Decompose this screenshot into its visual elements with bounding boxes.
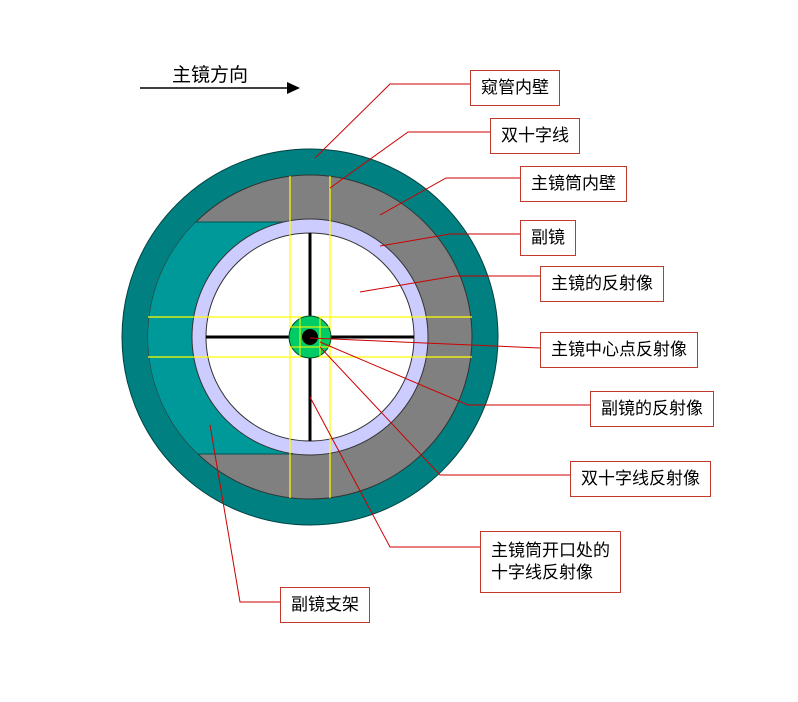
leader-secondary-support [209,424,280,603]
leader-double-cross-reflection [319,346,570,476]
leader-double-cross [329,131,490,189]
leader-main-reflection [359,275,540,293]
label-secondary-mirror: 副镜 [520,220,576,256]
leader-peek-tube-wall [314,83,470,159]
leader-center-reflection [309,337,541,349]
label-tube-opening-cross: 主镜筒开口处的 十字线反射像 [480,531,621,593]
label-double-cross-reflection: 双十字线反射像 [570,461,711,497]
label-main-mirror-reflection: 主镜的反射像 [540,266,664,302]
leader-secondary [379,233,520,247]
label-main-tube-wall: 主镜筒内壁 [520,166,627,202]
label-secondary-support: 副镜支架 [280,587,370,623]
label-tube-opening-cross-line2: 十字线反射像 [491,563,593,583]
leader-tube-opening-cross [309,396,480,548]
leader-main-tube-wall [379,177,520,216]
label-double-cross: 双十字线 [490,118,580,154]
label-secondary-reflection: 副镜的反射像 [590,391,714,427]
label-tube-opening-cross-line1: 主镜筒开口处的 [491,541,610,561]
direction-arrow-head [287,82,300,94]
leader-secondary-reflection [319,341,590,406]
center-black-point [302,329,318,345]
label-peek-tube-wall: 窥管内壁 [470,70,560,106]
label-main-center-reflection: 主镜中心点反射像 [540,332,698,368]
direction-title: 主镜方向 [172,64,249,86]
leader-lines [209,83,590,603]
